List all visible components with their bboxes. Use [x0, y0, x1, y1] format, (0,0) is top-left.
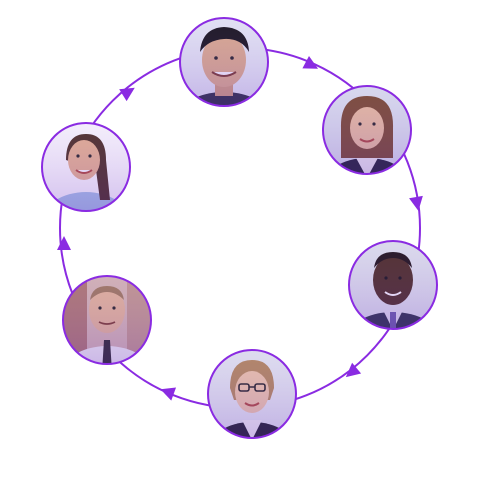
arrow-3-icon — [345, 362, 362, 378]
arrow-2-icon — [409, 195, 423, 211]
node-person-woman-in-blazer — [322, 85, 412, 175]
node-person-woman-smiling — [41, 122, 131, 212]
node-person-young-man-smiling — [179, 17, 269, 107]
node-person-man-in-white-shirt — [62, 275, 152, 365]
node-person-man-in-suit — [348, 240, 438, 330]
node-person-woman-with-glasses — [207, 349, 297, 439]
arrow-6-icon — [119, 87, 135, 102]
cycle-arrows — [57, 56, 423, 401]
arrow-1-icon — [302, 56, 319, 69]
arrow-5-icon — [57, 236, 71, 250]
arrow-4-icon — [160, 387, 177, 401]
